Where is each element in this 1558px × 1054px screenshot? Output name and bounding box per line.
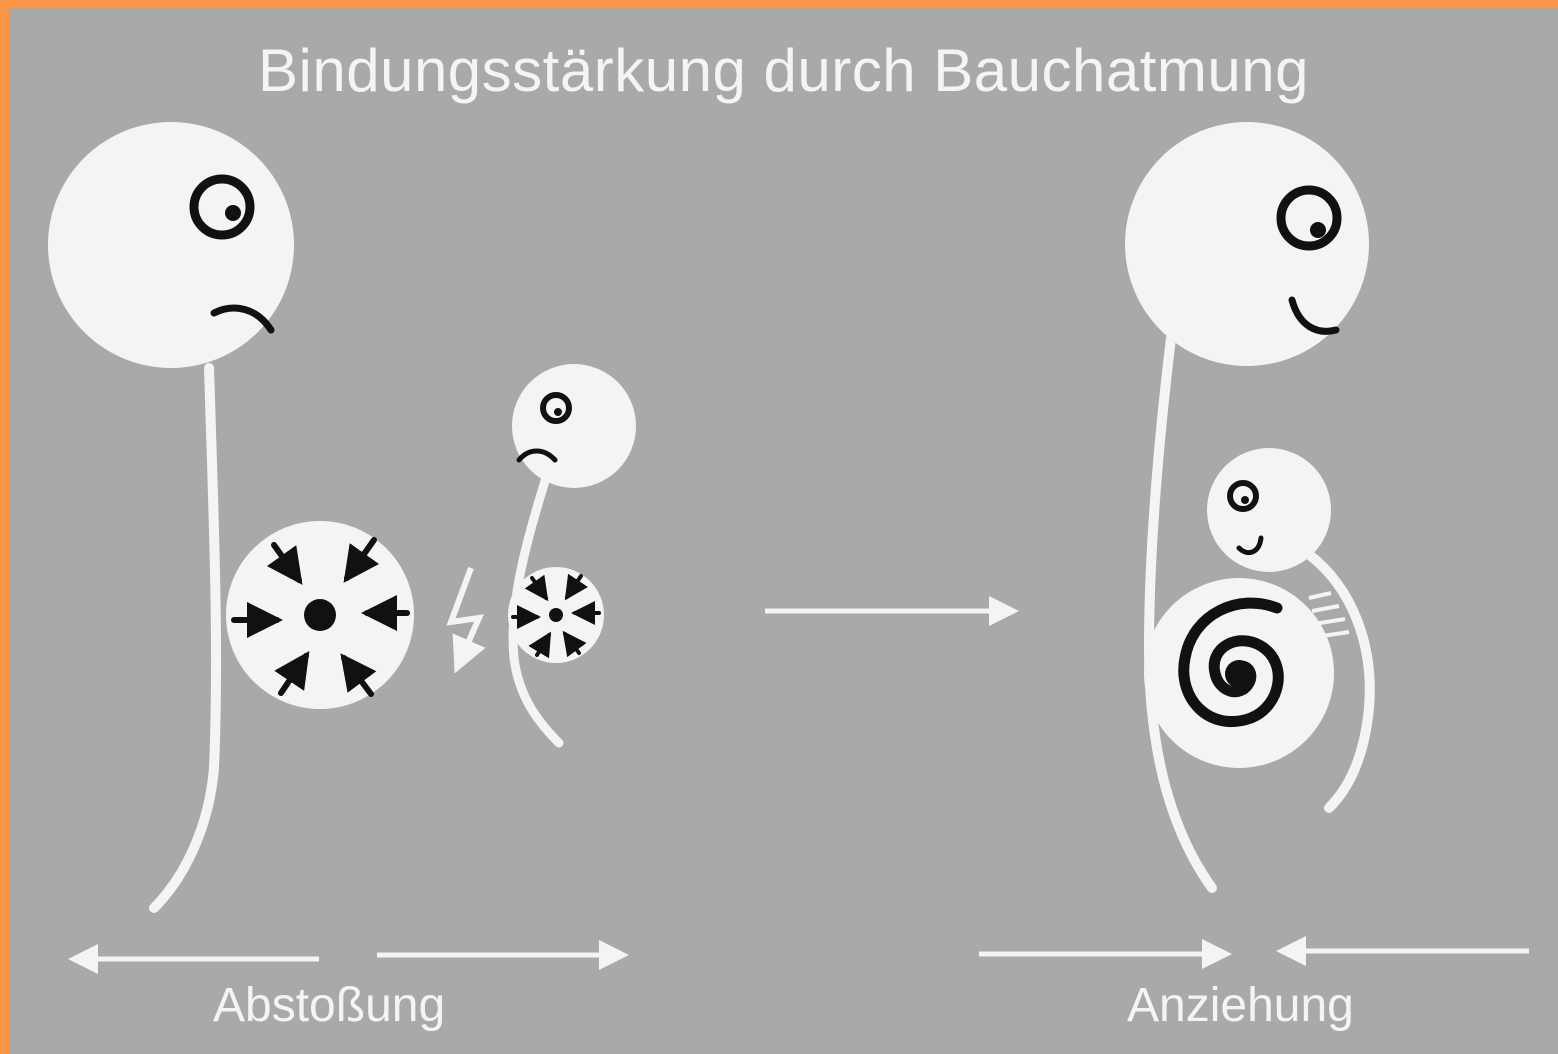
left-child-figure [508, 364, 636, 743]
attraction-label: Anziehung [1127, 978, 1354, 1033]
repulsion-arrows-icon [73, 955, 624, 959]
diagram-frame: Bindungsstärkung durch Bauchatmung [9, 8, 1558, 1054]
attraction-arrows-icon [979, 951, 1529, 954]
left-adult-figure [48, 122, 414, 908]
repulsion-label: Abstoßung [213, 978, 445, 1033]
left-child-head [512, 364, 636, 488]
right-child-head [1207, 448, 1331, 572]
illustration [9, 8, 1558, 1054]
left-adult-head [48, 122, 294, 368]
lightning-bolt-icon [451, 568, 479, 668]
